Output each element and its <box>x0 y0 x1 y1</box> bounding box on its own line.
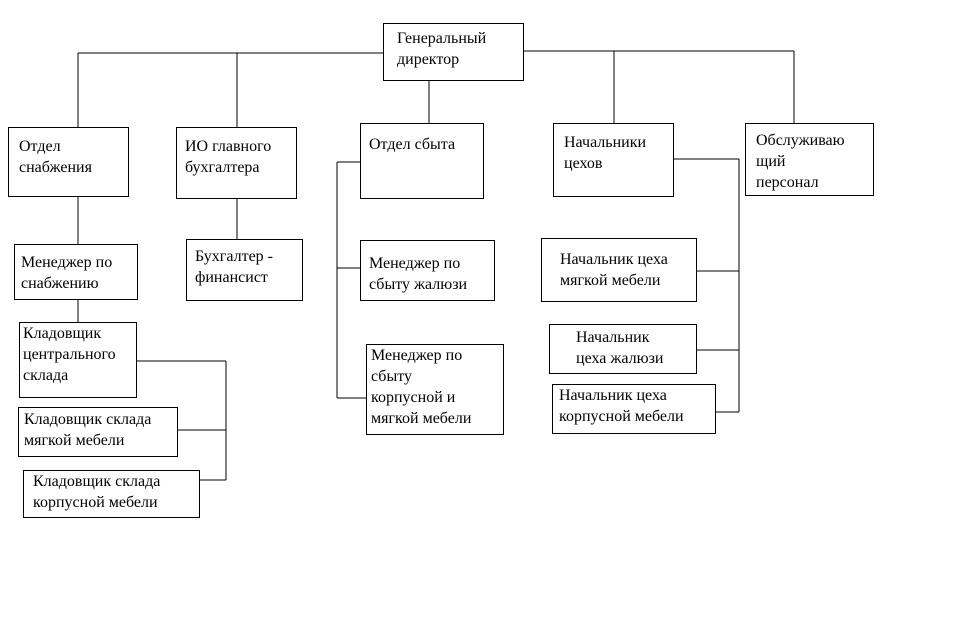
furniture-sales-manager-box: Менеджер по сбыту корпусной и мягкой меб… <box>366 344 504 435</box>
sales-department-box: Отдел сбыта <box>360 123 484 199</box>
supply-manager-box: Менеджер по снабжению <box>14 244 138 300</box>
blinds-workshop-head-box: Начальник цеха жалюзи <box>549 324 697 374</box>
supply-department-box: Отдел снабжения <box>8 127 129 197</box>
general-director-box: Генеральный директор <box>383 23 524 81</box>
workshop-heads-box: Начальники цехов <box>553 123 674 197</box>
service-staff-box: Обслуживаю щий персонал <box>745 123 874 196</box>
central-storekeeper-box: Кладовщик центрального склада <box>19 322 137 398</box>
case-furniture-workshop-head-box: Начальник цеха корпусной мебели <box>552 384 716 434</box>
financial-accountant-box: Бухгалтер - финансист <box>186 239 303 301</box>
acting-chief-accountant-box: ИО главного бухгалтера <box>176 127 297 199</box>
blinds-sales-manager-box: Менеджер по сбыту жалюзи <box>360 240 495 301</box>
soft-furniture-workshop-head-box: Начальник цеха мягкой мебели <box>541 238 697 302</box>
case-furniture-storekeeper-box: Кладовщик склада корпусной мебели <box>23 470 200 518</box>
soft-furniture-storekeeper-box: Кладовщик склада мягкой мебели <box>18 407 178 457</box>
